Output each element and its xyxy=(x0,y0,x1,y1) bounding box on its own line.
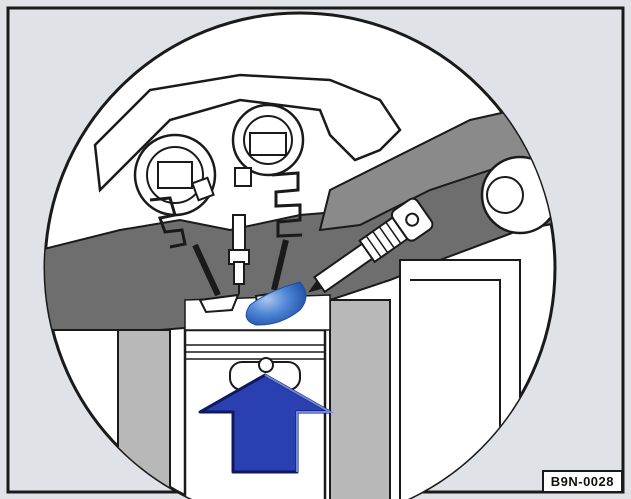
cylinder-wall-right xyxy=(330,300,390,499)
figure-code-label: B9N-0028 xyxy=(542,470,623,493)
